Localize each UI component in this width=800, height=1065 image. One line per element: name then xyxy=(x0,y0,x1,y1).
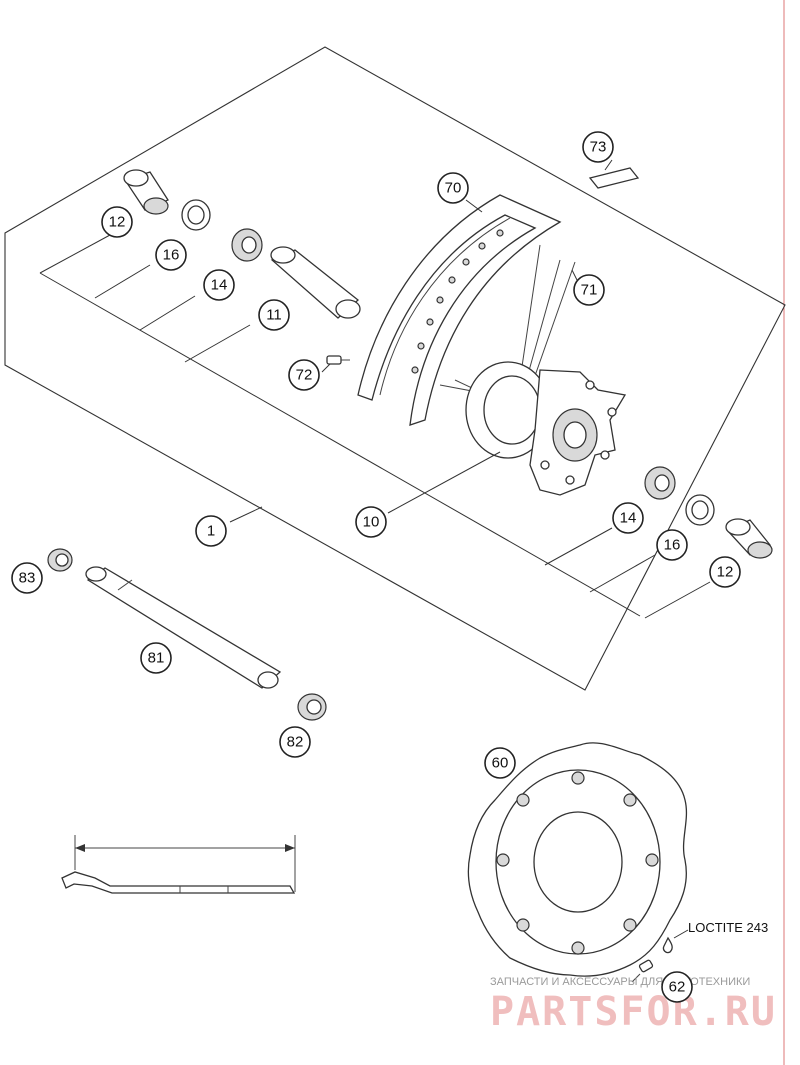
svg-text:12: 12 xyxy=(717,564,734,581)
axle-collar xyxy=(297,693,327,721)
bearing-left xyxy=(231,228,263,262)
watermark-brand: PARTSFOR.RU xyxy=(490,989,777,1035)
axle-dimension-drawing xyxy=(61,835,296,894)
callout-82: 82 xyxy=(279,726,311,758)
svg-text:16: 16 xyxy=(163,247,180,264)
rim-tape xyxy=(588,167,640,189)
callout-73: 73 xyxy=(582,131,614,163)
svg-text:71: 71 xyxy=(581,282,598,299)
assembly-frame xyxy=(4,46,786,691)
brake-disc xyxy=(467,742,688,977)
loctite-drop-icon xyxy=(662,936,673,954)
valve-bolt xyxy=(326,355,350,365)
svg-text:1: 1 xyxy=(207,523,215,540)
callout-14-right: 14 xyxy=(612,502,644,534)
loctite-note: LOCTITE 243 xyxy=(688,920,768,935)
leader-lines xyxy=(39,159,711,619)
distance-tube xyxy=(270,246,361,319)
svg-text:16: 16 xyxy=(664,537,681,554)
svg-text:81: 81 xyxy=(148,650,165,667)
svg-text:70: 70 xyxy=(445,180,462,197)
callout-16-right: 16 xyxy=(656,529,688,561)
disc-bolt xyxy=(631,959,654,983)
frame-inner-line xyxy=(39,272,641,617)
svg-text:82: 82 xyxy=(287,734,304,751)
svg-text:14: 14 xyxy=(620,510,637,527)
spacer-sleeve-right xyxy=(725,518,773,559)
wheel-axle xyxy=(85,566,282,689)
svg-text:10: 10 xyxy=(363,514,380,531)
shaft-seal-right xyxy=(685,494,715,526)
callout-83: 83 xyxy=(11,562,43,594)
callout-60: 60 xyxy=(484,747,516,779)
callout-71: 71 xyxy=(573,274,605,306)
callout-1: 1 xyxy=(195,515,227,547)
callout-14-left: 14 xyxy=(203,269,235,301)
axle-nut-left xyxy=(47,548,73,572)
svg-text:12: 12 xyxy=(109,214,126,231)
svg-text:62: 62 xyxy=(669,979,686,996)
loctite-leader xyxy=(673,929,689,939)
callout-11: 11 xyxy=(258,299,290,331)
callout-12-right: 12 xyxy=(709,556,741,588)
shaft-seal-left xyxy=(181,199,211,231)
callout-81: 81 xyxy=(140,642,172,674)
svg-text:14: 14 xyxy=(211,277,228,294)
rim xyxy=(357,194,562,426)
rim-spoke-holes xyxy=(411,229,504,374)
svg-text:72: 72 xyxy=(296,367,313,384)
watermark-subtitle: ЗАПЧАСТИ И АКСЕССУАРЫ ДЛЯ МОТОТЕХНИКИ xyxy=(490,976,750,988)
svg-text:11: 11 xyxy=(266,307,282,324)
bearing-right xyxy=(644,466,676,500)
svg-text:60: 60 xyxy=(492,755,509,772)
brake-disc-rivets xyxy=(496,771,659,955)
svg-text:83: 83 xyxy=(19,570,36,587)
callout-70: 70 xyxy=(437,172,469,204)
callout-72: 72 xyxy=(288,359,320,391)
callout-10: 10 xyxy=(355,506,387,538)
hub xyxy=(465,361,627,496)
callout-62: 62 xyxy=(661,971,693,1003)
svg-text:73: 73 xyxy=(590,139,607,156)
spacer-sleeve-left xyxy=(123,169,169,215)
callout-16-left: 16 xyxy=(155,239,187,271)
callout-12-left: 12 xyxy=(101,206,133,238)
